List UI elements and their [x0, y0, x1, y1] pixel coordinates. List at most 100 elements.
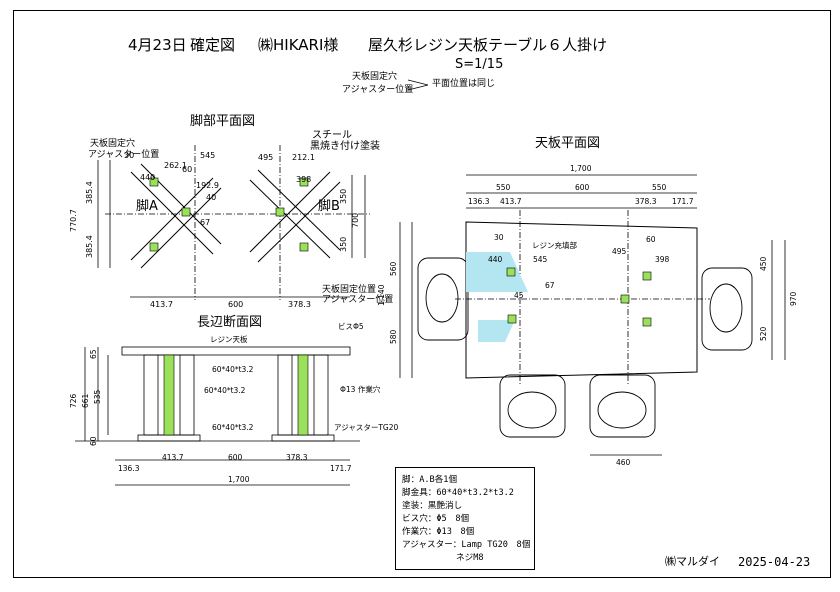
section-dim-661: 661	[81, 393, 90, 408]
leg-dim-3783: 378.3	[288, 300, 311, 309]
leg-dim-545: 545	[200, 151, 215, 160]
leg-dim-7707: 770.7	[69, 209, 78, 232]
top-dim-550a: 550	[496, 183, 511, 192]
top-plan-heading: 天板平面図	[535, 136, 601, 151]
spec-line-4: ビス穴：Φ5 8個	[402, 514, 470, 524]
drawing-frame	[13, 10, 831, 578]
section-hole-label: Φ13 作業穴	[340, 384, 381, 394]
section-dim-60: 60	[89, 436, 98, 446]
leg-note-tl-1: 天板固定穴	[90, 139, 136, 149]
section-pipe2: 60*40*t3.2	[204, 386, 246, 395]
chair-bottom-right	[589, 374, 656, 438]
spec-line-5: 作業穴：Φ13 8個	[402, 527, 475, 537]
top-dim-45: 45	[514, 291, 524, 300]
spec-line-3: 塗装：黒艶消し	[402, 501, 463, 511]
top-dim-495: 495	[612, 247, 627, 256]
spec-box: 脚：A.B各1個 脚金具：60*40*t3.2*t3.2 塗装：黒艶消し ビス穴…	[395, 467, 535, 570]
top-dim-60: 60	[646, 235, 656, 244]
leg-note-tl-2: アジャスター位置	[88, 150, 160, 160]
top-dim-30: 30	[494, 233, 504, 242]
footer-date: 2025-04-23	[738, 555, 811, 569]
top-dim-545: 545	[533, 255, 548, 264]
top-dim-3783: 378.3	[635, 197, 657, 206]
leg-dim-192: 192.9	[196, 181, 219, 190]
top-dim-4137: 413.7	[500, 197, 522, 206]
leg-members	[149, 177, 652, 436]
section-dim-726: 726	[69, 393, 78, 408]
leg-note-tr-1: スチール	[312, 130, 352, 141]
section-dim-535: 535	[93, 389, 102, 404]
leg-dim-4137: 413.7	[150, 300, 173, 309]
resin-fill-area	[466, 252, 528, 342]
leg-note-tr-2: 黒焼き付け塗装	[310, 141, 380, 152]
title-kind: 確定図	[190, 36, 236, 54]
leg-dim-385b: 385.4	[85, 235, 94, 258]
top-dim-398: 398	[655, 255, 670, 264]
chair-right	[701, 267, 753, 351]
leg-dim-495: 495	[258, 153, 273, 162]
leg-note-br-1: 天板固定位置	[322, 285, 377, 295]
leg-note-br-2: アジャスター位置	[322, 295, 394, 305]
section-dim-4137: 413.7	[162, 453, 184, 462]
leg-dim-350b: 350	[339, 237, 348, 252]
section-heading: 長辺断面図	[197, 315, 263, 330]
section-dim-600: 600	[228, 453, 243, 462]
spec-line-2: 脚金具：60*40*t3.2*t3.2	[402, 488, 514, 498]
top-dim-600: 600	[575, 183, 590, 192]
top-dim-520: 520	[759, 326, 768, 341]
section-dim-1717: 171.7	[330, 464, 352, 473]
legend-line2: アジャスター位置	[342, 85, 414, 95]
top-dim-440: 440	[488, 255, 503, 264]
leg-b-frame	[249, 169, 341, 263]
leg-dim-385a: 385.4	[85, 181, 94, 204]
title-client: ㈱HIKARI様	[258, 36, 339, 54]
leg-plan-heading: 脚部平面図	[190, 114, 256, 129]
leg-dim-350a: 350	[339, 189, 348, 204]
top-dim-550b: 550	[652, 183, 667, 192]
section-dim-3783: 378.3	[286, 453, 308, 462]
top-dim-1700: 1,700	[570, 164, 592, 173]
top-dim-460: 460	[616, 458, 631, 467]
top-dim-1363: 136.3	[468, 197, 490, 206]
leg-dim-262: 262.1	[164, 161, 187, 170]
top-dim-1717: 171.7	[672, 197, 694, 206]
section-screw-label: ビスΦ5	[338, 322, 364, 331]
title-date: 4月23日	[128, 36, 187, 54]
section-pipe3: 60*40*t3.2	[212, 423, 254, 432]
section-dim-1700: 1,700	[228, 475, 250, 484]
title-product: 屋久杉レジン天板テーブル６人掛け	[368, 36, 608, 54]
leg-dim-40: 40	[206, 193, 216, 202]
chair-left	[417, 257, 469, 341]
spec-line-7: ネジM8	[456, 553, 484, 563]
leg-dim-600: 600	[228, 300, 243, 309]
section-top-board	[121, 346, 351, 356]
leg-dim-398: 398	[296, 175, 311, 184]
spec-line-1: 脚：A.B各1個	[402, 475, 458, 485]
section-pipe1: 60*40*t3.2	[212, 365, 254, 374]
leg-dim-60: 60	[182, 165, 192, 174]
spec-line-6: アジャスター：Lamp TG20 8個	[402, 540, 531, 550]
leg-label-b: 脚B	[318, 199, 340, 214]
leg-dim-67: 67	[200, 218, 210, 227]
section-adjuster-label: アジャスターTG20	[334, 423, 398, 432]
top-dim-560: 560	[389, 261, 398, 276]
top-dim-580: 580	[389, 329, 398, 344]
section-dim-1363: 136.3	[118, 464, 140, 473]
leg-dim-700: 700	[351, 213, 360, 228]
title-scale: S=1/15	[455, 57, 504, 72]
footer-company: ㈱マルダイ	[665, 555, 720, 568]
legend-line1: 天板固定穴	[352, 72, 398, 82]
top-dim-970: 970	[789, 291, 798, 306]
leg-label-a: 脚A	[136, 199, 158, 214]
top-resin-label: レジン充填部	[532, 240, 577, 250]
top-dim-1140: 1,140	[377, 284, 386, 306]
leg-dim-30: 30	[124, 151, 134, 160]
section-dim-65: 65	[89, 349, 98, 359]
top-dim-450: 450	[759, 256, 768, 271]
leg-dim-440: 440	[140, 173, 155, 182]
top-plan-outline	[465, 221, 698, 379]
legend-text: 平面位置は同じ	[432, 79, 496, 89]
chair-bottom-left	[499, 374, 566, 438]
